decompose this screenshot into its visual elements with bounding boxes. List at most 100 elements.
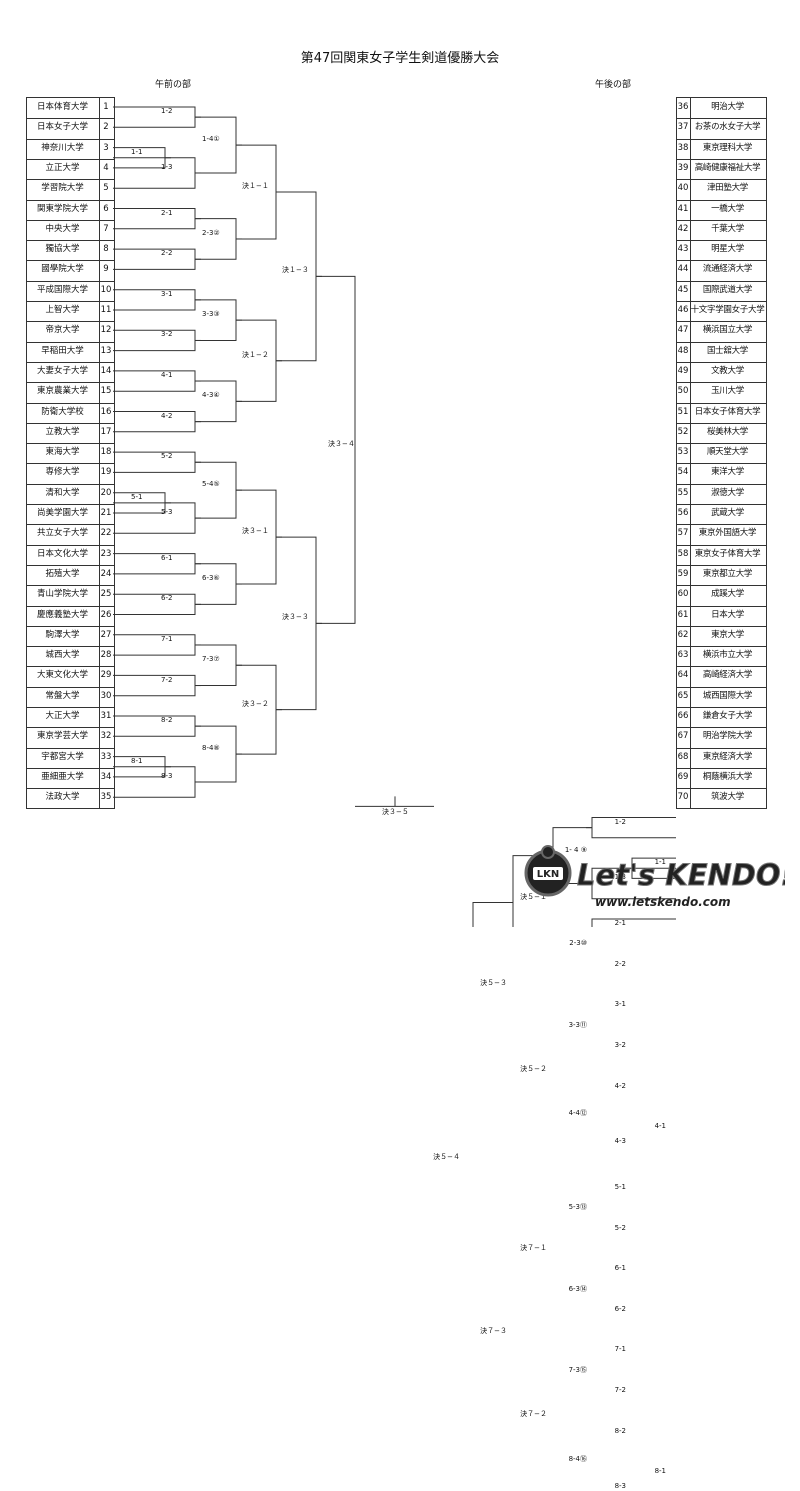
letskendo-logo: LKN Let's KENDO! www.letskendo.com: [524, 845, 785, 909]
table-row-divider: [27, 219, 114, 221]
logo-url: www.letskendo.com: [595, 895, 731, 909]
match-label: 3-1: [614, 1000, 626, 1009]
team-name: 専修大学: [45, 467, 80, 478]
match-label: 8-4⑧: [202, 744, 220, 753]
team-number: 47: [677, 325, 689, 336]
match-label: 1-3: [614, 873, 626, 882]
team-name: お茶の水女子大学: [694, 122, 761, 133]
team-number: 3: [103, 142, 109, 153]
match-label: 1-1: [654, 858, 666, 867]
table-row-divider: [27, 483, 114, 485]
team-number: 54: [677, 467, 689, 478]
match-label: 1-2: [614, 817, 626, 826]
table-row-divider: [677, 382, 766, 384]
team-number: 4: [103, 162, 109, 173]
team-name: 大東文化大学: [36, 670, 88, 681]
team-name: 桐蔭横浜大学: [702, 771, 753, 782]
team-number: 27: [100, 629, 112, 640]
left-team-table: [26, 97, 115, 809]
team-number: 50: [677, 386, 689, 397]
table-row-divider: [27, 361, 114, 363]
table-row-divider: [677, 260, 766, 262]
right-team-table: [676, 97, 767, 809]
team-name: 神奈川大学: [41, 142, 84, 153]
team-number: 24: [100, 568, 112, 579]
team-number: 9: [103, 264, 109, 275]
team-name: 上智大学: [45, 305, 80, 315]
team-number: 64: [677, 670, 689, 681]
table-row-divider: [27, 707, 114, 708]
logo-mark: LKN: [524, 845, 572, 897]
bracket-pair: [236, 319, 277, 402]
team-number: 57: [677, 528, 689, 539]
bracket-pair: [113, 289, 196, 311]
match-label: 2-1: [614, 919, 626, 928]
team-name: 宇都宮大学: [41, 751, 84, 762]
table-row-divider: [27, 443, 114, 445]
table-row-divider: [27, 301, 114, 302]
match-label: 決１−１: [242, 182, 269, 190]
bracket-pair: [276, 536, 317, 711]
team-number: 41: [677, 203, 689, 214]
bracket-pair: [316, 275, 356, 624]
table-row-divider: [677, 625, 766, 627]
team-number: 40: [677, 183, 689, 194]
team-number: 25: [100, 589, 112, 600]
table-row-divider: [677, 402, 766, 404]
team-number: 44: [677, 264, 689, 275]
team-number: 39: [677, 162, 689, 173]
match-label: 8-2: [614, 1426, 626, 1435]
match-label: 決５−２: [520, 1065, 547, 1074]
team-name: 国士舘大学: [706, 345, 748, 356]
bracket-pair: [195, 380, 237, 423]
table-row-divider: [27, 341, 114, 343]
table-row-divider: [27, 260, 114, 262]
match-label: 3-2: [614, 1040, 626, 1049]
match-label: 8-4⑯: [568, 1454, 587, 1463]
team-number: 17: [100, 426, 112, 437]
match-label: 4-3: [614, 1137, 626, 1146]
team-number: 12: [100, 325, 112, 336]
table-row-divider: [677, 199, 766, 201]
match-label: 決７−３: [480, 1327, 507, 1336]
team-name: 東京経済大学: [702, 751, 753, 762]
match-label: 5-2: [161, 452, 173, 461]
table-row-divider: [677, 686, 766, 688]
team-number: 34: [100, 771, 112, 782]
tournament-bracket: [113, 106, 676, 927]
team-number: 18: [100, 447, 112, 458]
match-label: 7-2: [161, 675, 173, 684]
team-name: 学習院大学: [41, 183, 84, 194]
team-name: 鎌倉女子大学: [702, 711, 753, 721]
table-row-divider: [27, 321, 114, 323]
team-name: 東京学芸大学: [36, 731, 88, 742]
team-number: 49: [677, 365, 689, 376]
bracket-pair: [195, 725, 237, 783]
morning-section-label: 午前の部: [155, 80, 192, 90]
bracket-pair: [195, 299, 237, 341]
team-number: 10: [100, 284, 112, 295]
bracket-pair: [195, 461, 237, 519]
match-label: 6-1: [161, 553, 173, 562]
table-row-divider: [27, 422, 114, 424]
match-label: 6-2: [614, 1304, 626, 1313]
team-number: 66: [677, 711, 689, 721]
team-name: 法政大学: [45, 792, 80, 803]
table-row-divider: [27, 382, 114, 384]
table-row-divider: [677, 727, 766, 729]
team-number: 37: [677, 122, 689, 133]
match-label: 5-1: [131, 492, 143, 501]
table-row-divider: [677, 280, 766, 282]
bracket-pair: [472, 902, 513, 927]
match-label: 5-3: [161, 508, 173, 517]
team-name: 玉川大学: [711, 386, 744, 397]
match-label: 決３−３: [282, 613, 309, 622]
match-label: 決３−１: [242, 527, 269, 536]
bracket-pair: [113, 106, 196, 128]
bracket-pair: [113, 553, 196, 575]
table-row-divider: [27, 747, 114, 749]
table-column-divider: [690, 98, 691, 808]
match-label: 6-3⑥: [202, 574, 220, 583]
team-name: 清和大学: [45, 487, 80, 498]
team-number: 32: [100, 731, 112, 742]
